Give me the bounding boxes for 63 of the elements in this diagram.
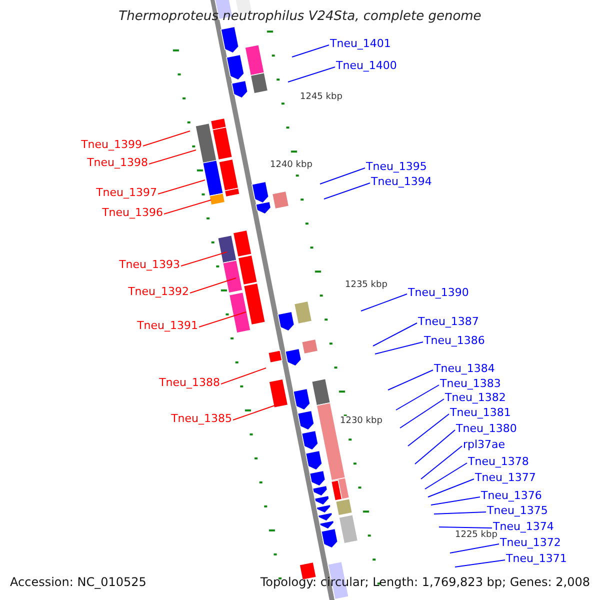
gene-label: Tneu_1393 [119,258,180,271]
leader-line [438,526,492,528]
leader-line [324,182,370,200]
leader-line [374,342,424,354]
leader-line [434,512,486,514]
leader-line [220,368,266,384]
leader-line [408,414,450,446]
gene-label: Tneu_1382 [445,391,506,404]
footer-text: Topology: circular; Length: 1,769,823 bp; Genes: 2,008 [260,575,590,589]
gene-label: Tneu_1371 [506,552,567,565]
gene-label: Tneu_1391 [137,319,198,332]
leader-line [158,180,206,194]
gene-label: Tneu_1396 [102,206,163,219]
leader-line [372,322,418,346]
title: Thermoproteus neutrophilus V24Sta, complete genome [118,9,482,24]
leader-line [400,398,444,428]
gene-label: Tneu_1397 [96,186,157,199]
gene-label: Tneu_1388 [159,376,220,389]
position-label: 1240 kbp [270,160,312,170]
gene-label: Tneu_1387 [418,315,479,328]
gene-label: Tneu_1400 [336,59,397,72]
leader-line [396,384,440,410]
position-label: 1245 kbp [300,92,342,102]
leader-line [180,252,228,266]
gene-label: Tneu_1380 [456,422,517,435]
leader-line [320,168,366,184]
leader-line [164,200,212,214]
leader-line [388,370,434,390]
leader-line [292,44,330,58]
gene-label: Tneu_1378 [468,455,529,468]
leader-line [198,312,246,328]
gene-label: Tneu_1392 [128,285,189,298]
gene-label: Tneu_1401 [330,37,391,50]
gene-label: Tneu_1377 [475,471,536,484]
leader-line [414,430,456,464]
gene-label: Tneu_1390 [408,286,469,299]
footer-text: Accession: NC_010525 [10,575,146,589]
leader-line [428,478,474,498]
gene-label: Tneu_1376 [481,489,542,502]
gene-label: Tneu_1372 [500,536,561,549]
gene-label: Tneu_1394 [371,175,432,188]
leader-line [424,462,468,490]
position-label: 1235 kbp [345,280,388,290]
leader-line [420,446,462,480]
leader-line [454,560,506,568]
position-label: 1230 kbp [340,416,382,426]
leader-line [288,66,336,82]
gene-label: Tneu_1398 [87,156,148,169]
gene-label: Tneu_1375 [487,504,548,517]
gene-label: Tneu_1385 [171,412,232,425]
leader-line [190,278,236,294]
gene-label: Tneu_1399 [81,138,142,151]
gene-label: Tneu_1395 [366,160,427,173]
gene-label: Tneu_1384 [434,362,495,375]
gene-label: rpl37ae [463,438,506,451]
leader-line [148,150,196,164]
gene-label: Tneu_1381 [450,406,511,419]
leader-line [430,496,480,506]
leader-line [450,544,500,554]
leader-line [360,294,408,312]
gene-label: Tneu_1383 [440,377,501,390]
gene-label: Tneu_1386 [424,334,485,347]
leader-line [142,130,190,146]
